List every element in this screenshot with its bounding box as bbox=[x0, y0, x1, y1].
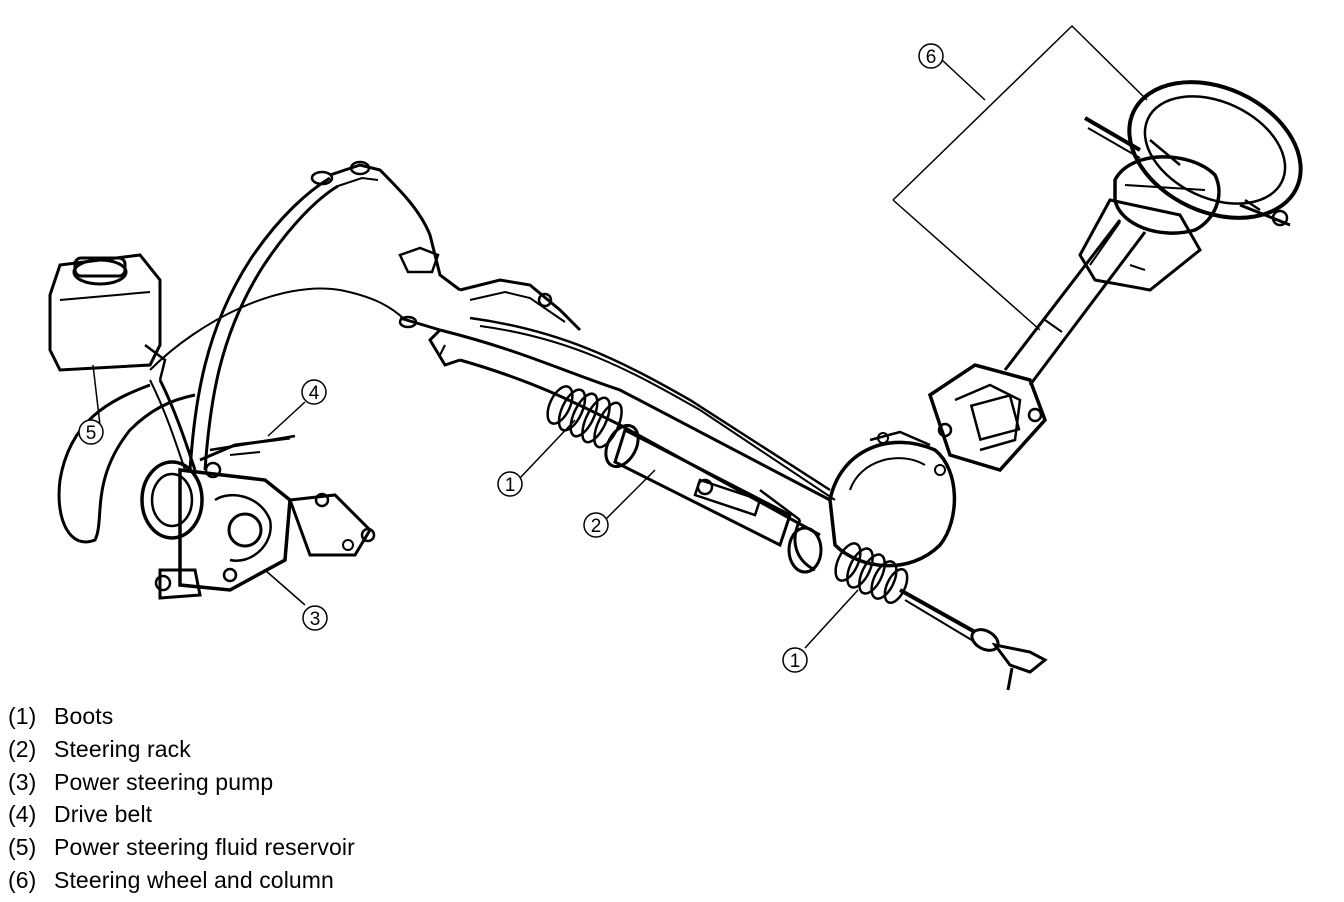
callout-wheel: 6 bbox=[918, 43, 944, 69]
steering-wheel-and-column-drawing bbox=[892, 24, 1303, 472]
steering-rack-drawing bbox=[398, 315, 1048, 691]
callout-rack: 2 bbox=[583, 512, 609, 538]
callout-wheel-label: 6 bbox=[926, 47, 937, 68]
legend-label: Steering wheel and column bbox=[54, 866, 334, 893]
power-steering-pump-drawing bbox=[140, 436, 376, 600]
callout-pump-label: 3 bbox=[310, 609, 321, 630]
legend-number: (3) bbox=[8, 768, 37, 795]
callout-belt: 4 bbox=[301, 379, 327, 405]
legend-label: Power steering pump bbox=[54, 768, 274, 795]
callout-boots-b: 1 bbox=[782, 647, 808, 673]
callout-leader-lines bbox=[92, 59, 986, 649]
legend-item: (5) Power steering fluid reservoir bbox=[8, 831, 355, 864]
steering-gear-housing bbox=[828, 430, 957, 568]
legend-item: (1) Boots bbox=[8, 700, 355, 733]
callout-reservoir: 5 bbox=[78, 419, 104, 445]
legend-number: (2) bbox=[8, 735, 37, 762]
callout-rack-label: 2 bbox=[591, 516, 602, 537]
legend-item: (4) Drive belt bbox=[8, 798, 355, 831]
callout-boots-b-label: 1 bbox=[790, 651, 801, 672]
legend-label: Drive belt bbox=[54, 801, 153, 828]
parts-legend: (1) Boots (2) Steering rack (3) Power steer… bbox=[8, 700, 355, 897]
legend-label: Steering rack bbox=[54, 735, 191, 762]
legend-item: (3) Power steering pump bbox=[8, 766, 355, 799]
legend-label: Boots bbox=[54, 703, 114, 729]
legend-label: Power steering fluid reservoir bbox=[54, 834, 355, 861]
legend-number: (1) bbox=[8, 703, 37, 729]
hydraulic-hoses bbox=[149, 160, 582, 471]
callout-belt-label: 4 bbox=[309, 383, 320, 404]
callout-boots-a: 1 bbox=[497, 471, 523, 497]
legend-number: (4) bbox=[8, 801, 37, 828]
callout-boots-a-label: 1 bbox=[505, 475, 516, 496]
fluid-reservoir-drawing bbox=[48, 253, 196, 544]
legend-item: (2) Steering rack bbox=[8, 733, 355, 766]
legend-number: (5) bbox=[8, 834, 37, 861]
callout-pump: 3 bbox=[302, 605, 328, 631]
callout-reservoir-label: 5 bbox=[86, 423, 97, 444]
legend-number: (6) bbox=[8, 866, 37, 893]
legend-item: (6) Steering wheel and column bbox=[8, 864, 355, 897]
